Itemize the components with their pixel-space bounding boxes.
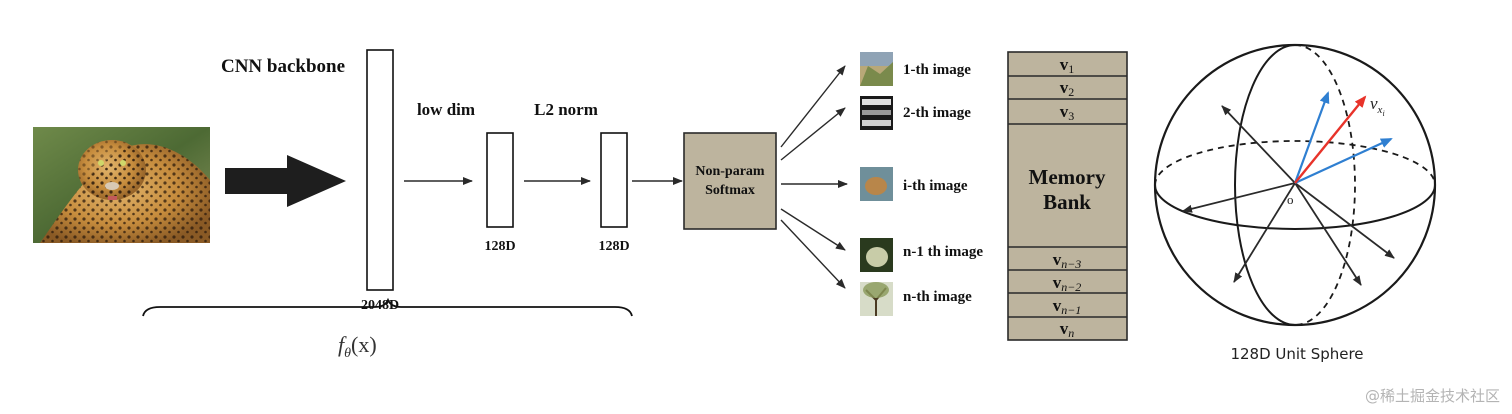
softmax-line2: Softmax	[705, 183, 755, 198]
vector-vxi-label: vxi	[1370, 94, 1385, 118]
input-arrow	[225, 155, 346, 207]
sphere-origin-label: o	[1287, 192, 1294, 207]
lowdim-128d-bar	[486, 132, 514, 228]
dim-128d-label-b: 128D	[598, 239, 629, 254]
thumbnail-image-i	[860, 167, 893, 201]
image-label-1: 1-th image	[903, 62, 971, 78]
memory-cell-vn: vn	[1060, 319, 1075, 340]
memory-bank: v1 v2 v3 Memory Bank vn−3 vn−2 vn−1 vn	[1007, 51, 1128, 341]
input-image-leopard	[33, 127, 210, 243]
arrow-to-image-2	[780, 107, 846, 161]
sphere-outline	[1153, 43, 1437, 327]
thumbnail-image-2	[860, 96, 893, 130]
image-label-n-1: n-1 th image	[903, 244, 983, 260]
dim-128d-label-a: 128D	[484, 239, 515, 254]
sphere-vector-lower-right	[1294, 182, 1362, 286]
memory-bank-title-line2: Bank	[1043, 190, 1091, 214]
softmax-box	[683, 132, 777, 230]
sphere-equator-back	[1154, 140, 1436, 186]
sphere-vector-left	[1182, 182, 1296, 213]
l2-norm-label: L2 norm	[534, 100, 598, 119]
target-vector-vxi	[1294, 95, 1367, 184]
memory-cell-vn-3: vn−3	[1053, 250, 1082, 271]
thumbnail-image-1	[860, 52, 893, 86]
image-label-n: n-th image	[903, 289, 972, 305]
sphere-meridian-back	[1294, 44, 1356, 326]
image-label-2: 2-th image	[903, 105, 971, 121]
thumbnail-image-n-1	[860, 238, 893, 272]
low-dim-label: low dim	[417, 100, 475, 119]
memory-cell-v3: v3	[1060, 102, 1075, 123]
arrow-to-image-1	[780, 65, 846, 148]
sphere-equator-front	[1154, 184, 1436, 230]
image-label-i: i-th image	[903, 178, 968, 194]
arrow-to-image-n	[780, 219, 846, 289]
watermark: @稀土掘金技术社区	[1364, 387, 1500, 405]
sphere-vector-upper-left	[1221, 105, 1296, 184]
feature-extractor-brace	[142, 297, 633, 317]
memory-cell-v2: v2	[1060, 78, 1075, 99]
neighbor-vector-right	[1294, 138, 1393, 184]
softmax-line1: Non-param	[695, 164, 765, 179]
memory-bank-title-line1: Memory	[1029, 165, 1106, 189]
memory-cell-vn-2: vn−2	[1053, 273, 1082, 294]
memory-cell-v1: v1	[1060, 55, 1075, 76]
f-theta-label: fθ(x)	[338, 332, 377, 361]
sphere-vector-right	[1294, 182, 1395, 259]
l2norm-128d-bar	[600, 132, 628, 228]
sphere-caption: 128D Unit Sphere	[1230, 345, 1363, 363]
backbone-2048d-bar	[366, 49, 394, 291]
neighbor-vector-upper	[1293, 91, 1330, 184]
cnn-backbone-label: CNN backbone	[221, 56, 345, 77]
thumbnail-image-n	[860, 282, 893, 316]
unit-sphere: vxi o	[1153, 43, 1437, 327]
arrow-to-image-n-1	[780, 208, 846, 251]
memory-cell-vn-1: vn−1	[1053, 296, 1082, 317]
sphere-vector-lower-left	[1233, 182, 1296, 283]
sphere-meridian-front	[1234, 44, 1296, 326]
